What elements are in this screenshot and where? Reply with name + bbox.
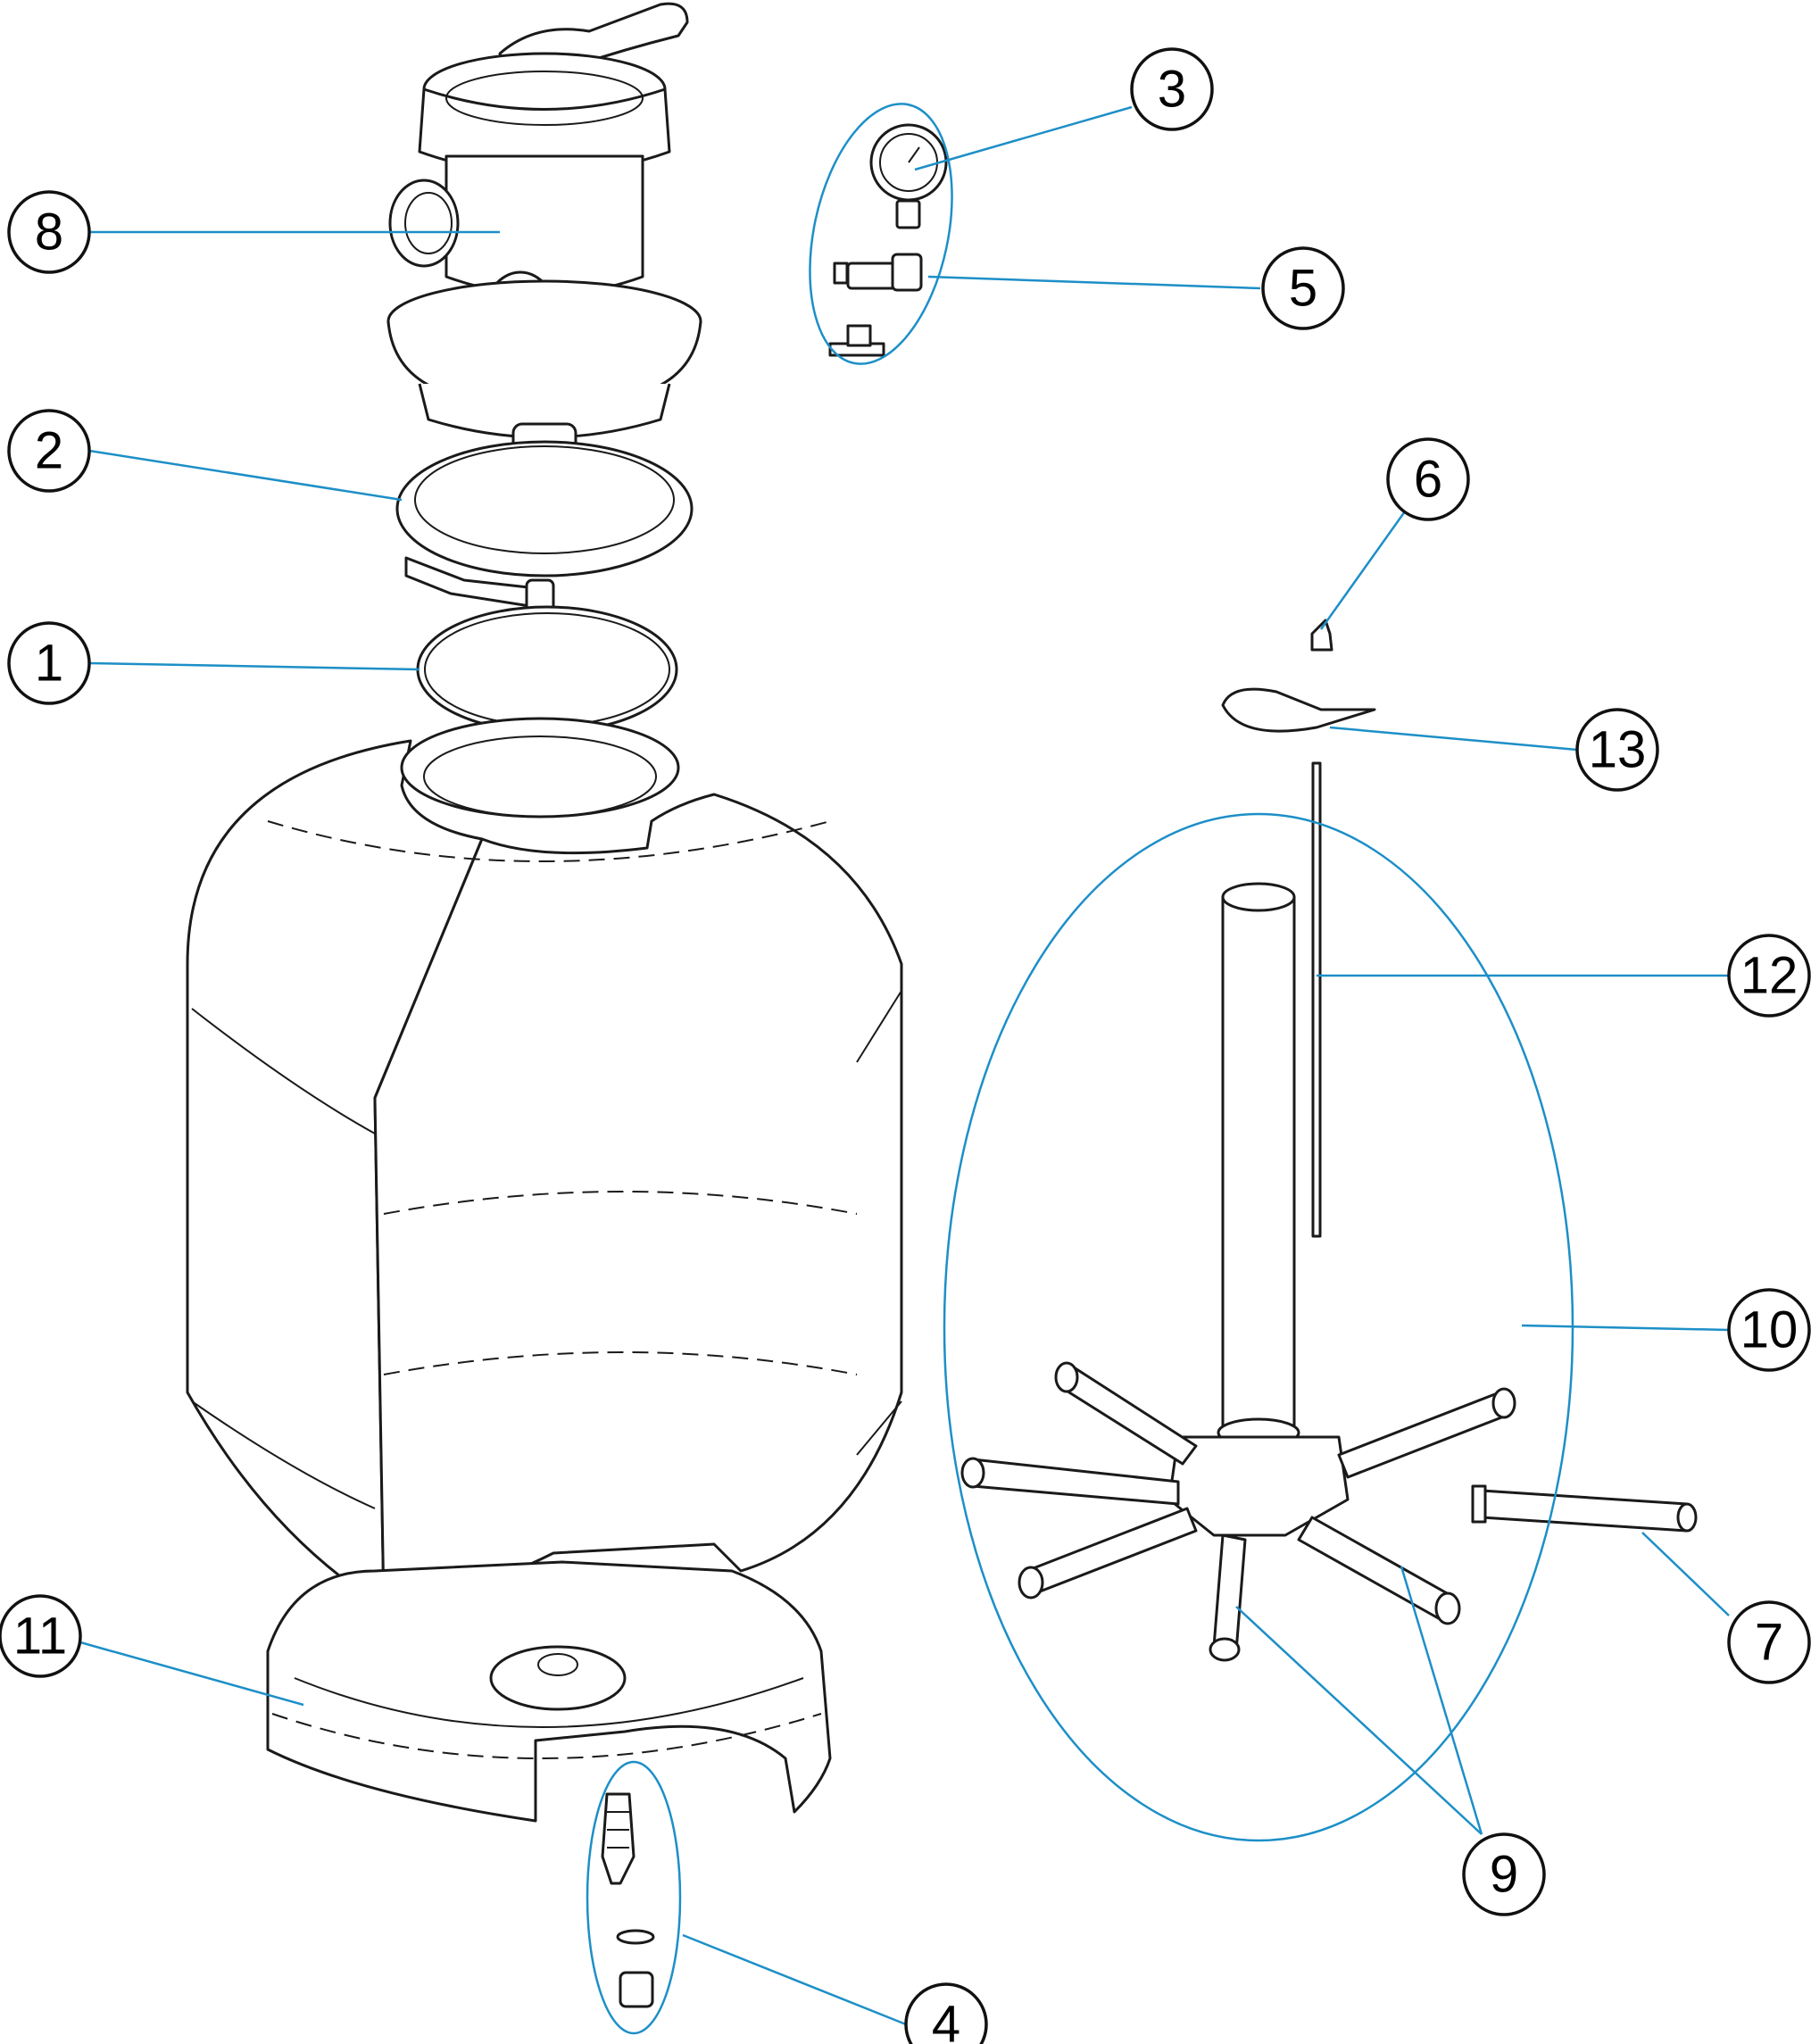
clamp-ring <box>395 440 694 618</box>
drain-set-outline <box>586 1760 682 2035</box>
callout-label: 13 <box>1589 721 1647 779</box>
callout-2: 2 <box>7 409 91 493</box>
callout-label: 11 <box>13 1608 67 1666</box>
leader-lines <box>79 105 1730 2026</box>
callout-circle <box>1727 1600 1811 1684</box>
callout-circle <box>904 1982 988 2044</box>
gauge-fitting-set <box>828 123 948 357</box>
callout-label: 1 <box>35 635 63 693</box>
callout-5: 5 <box>1261 246 1345 330</box>
callout-label: 8 <box>35 204 63 262</box>
callout-4: 4 <box>904 1982 988 2044</box>
callout-circle <box>7 621 91 705</box>
callout-circle <box>1130 47 1214 131</box>
callout-12: 12 <box>1727 934 1811 1018</box>
callout-8: 8 <box>7 190 91 274</box>
o-ring <box>416 605 678 734</box>
callout-circle <box>1261 246 1345 330</box>
air-relief-tube <box>1311 761 1322 1238</box>
callout-circle <box>1575 708 1659 792</box>
callout-13: 13 <box>1575 708 1659 792</box>
lateral-arm <box>1471 1484 1698 1533</box>
callout-circle <box>0 1594 82 1678</box>
callout-10: 10 <box>1727 1288 1811 1372</box>
callout-label: 7 <box>1755 1614 1783 1672</box>
callout-circle <box>1386 437 1470 521</box>
callout-11: 11 <box>0 1594 82 1678</box>
callout-label: 9 <box>1490 1846 1518 1904</box>
callout-circle <box>7 190 91 274</box>
callout-9: 9 <box>1462 1832 1546 1916</box>
tube-clip <box>1221 687 1376 733</box>
tank-base <box>266 1560 832 1823</box>
callout-label: 12 <box>1740 947 1799 1005</box>
callout-label: 4 <box>932 1996 960 2044</box>
gauge-set-outline <box>809 103 953 365</box>
drain-plug-set <box>601 1792 655 2008</box>
callout-7: 7 <box>1727 1600 1811 1684</box>
callout-label: 10 <box>1740 1301 1799 1359</box>
callout-label: 3 <box>1158 61 1186 119</box>
air-vent <box>1310 619 1333 652</box>
callout-1: 1 <box>7 621 91 705</box>
callout-label: 2 <box>35 422 63 480</box>
callout-3: 3 <box>1130 47 1214 131</box>
filter-tank <box>186 717 903 1608</box>
collector-assembly <box>960 882 1516 1662</box>
multiport-valve <box>386 2 702 457</box>
callout-circle <box>1727 934 1811 1018</box>
callout-circle <box>1727 1288 1811 1372</box>
callout-label: 6 <box>1414 451 1442 509</box>
callout-6: 6 <box>1386 437 1470 521</box>
callout-label: 5 <box>1289 260 1317 318</box>
callout-circle <box>7 409 91 493</box>
callout-circle <box>1462 1832 1546 1916</box>
